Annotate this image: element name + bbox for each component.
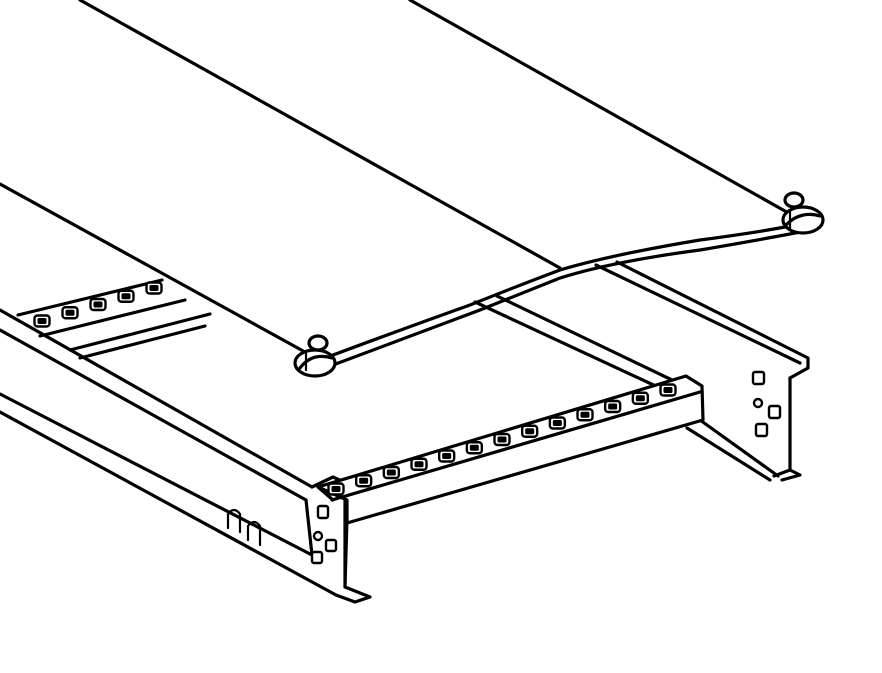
right-side-rail (473, 260, 810, 482)
rung-slot-inner (608, 403, 618, 410)
cover-clamp (781, 191, 825, 235)
rung-slot-inner (525, 428, 535, 435)
rung-slot-inner (635, 395, 645, 402)
rung-slot-inner (93, 301, 103, 308)
right-rail-end-hole (767, 404, 782, 420)
rung-slot-inner (386, 469, 396, 476)
cover-plate (0, 0, 802, 370)
rung-slot-inner (580, 411, 590, 418)
rung-slot-inner (469, 444, 479, 451)
rung-slot-inner (497, 436, 507, 443)
back-rung (16, 278, 212, 360)
rung-slot-inner (663, 387, 673, 393)
left-rail-end-hole (324, 538, 338, 553)
left-rail-side-slot (226, 508, 242, 534)
left-side-rail (0, 308, 372, 604)
right-rail-end-hole (751, 370, 766, 386)
rung-slot-inner (414, 461, 424, 468)
right-rail-end-hole (752, 397, 764, 409)
rung-slot-inner (442, 453, 452, 459)
rung-slot-inner (37, 318, 47, 324)
rung-slot-inner (149, 285, 159, 291)
cover-clamp (293, 334, 337, 378)
left-rail-end-hole (316, 504, 330, 520)
left-rail-end-hole (312, 530, 324, 542)
front-rung (316, 374, 705, 525)
left-rail-side-slot (246, 520, 262, 547)
rung-slot-inner (121, 293, 131, 300)
rung-slot-inner (331, 486, 341, 492)
rung-slot-inner (552, 420, 562, 426)
rung-slot-inner (359, 477, 369, 484)
rung-slot-inner (65, 309, 75, 316)
right-rail-end-hole (754, 422, 769, 438)
left-rail-end-hole (310, 550, 324, 565)
